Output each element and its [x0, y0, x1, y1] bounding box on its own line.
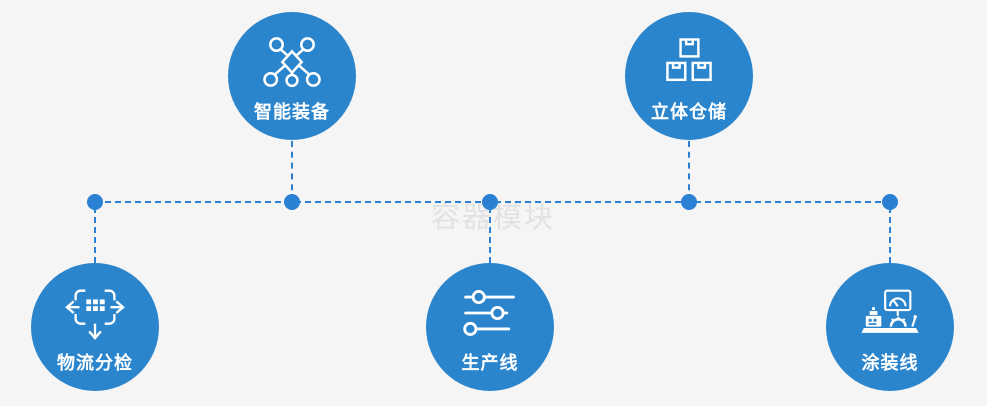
- sliders-icon: [460, 284, 520, 342]
- node-label: 立体仓储: [651, 101, 727, 122]
- vertical-connector-equipment: [291, 141, 293, 201]
- node-stereo-warehouse[interactable]: 立体仓储: [625, 12, 753, 140]
- node-label: 智能装备: [254, 101, 330, 122]
- junction-dot: [284, 194, 300, 210]
- junction-dot: [87, 194, 103, 210]
- junction-dot: [482, 194, 498, 210]
- node-label: 生产线: [461, 352, 519, 373]
- node-production-line[interactable]: 生产线: [426, 263, 554, 391]
- coating-machine-icon: [859, 284, 921, 342]
- network-icon: [261, 33, 323, 91]
- node-coating-line[interactable]: 涂装线: [826, 263, 954, 391]
- node-smart-equipment[interactable]: 智能装备: [228, 12, 356, 140]
- vertical-connector-warehouse: [688, 141, 690, 201]
- node-label: 物流分检: [57, 352, 133, 373]
- sort-dispatch-icon: [64, 284, 126, 342]
- vertical-connector-logistics: [94, 207, 96, 263]
- junction-dot: [882, 194, 898, 210]
- vertical-connector-production: [489, 207, 491, 263]
- vertical-connector-coating: [889, 207, 891, 263]
- node-label: 涂装线: [861, 352, 919, 373]
- node-logistics-sorting[interactable]: 物流分检: [31, 263, 159, 391]
- junction-dot: [681, 194, 697, 210]
- boxes-icon: [659, 33, 719, 91]
